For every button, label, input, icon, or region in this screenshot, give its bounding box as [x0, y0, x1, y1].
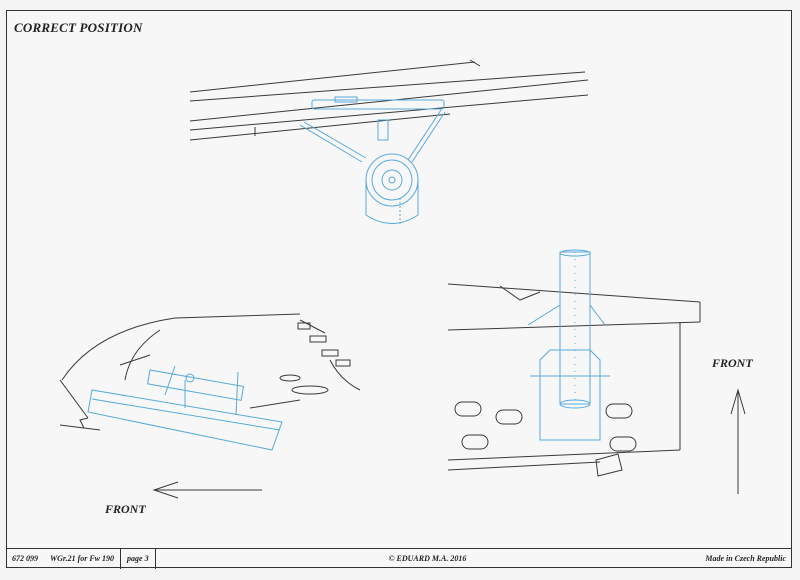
top-view-drawing [189, 59, 589, 224]
underside-view-drawing [447, 249, 701, 477]
front-label-right: FRONT [712, 356, 753, 370]
front-arrow-right [730, 388, 746, 494]
instruction-sheet [6, 10, 792, 568]
top-launcher-part [299, 96, 446, 224]
page-title: CORRECT POSITION [14, 20, 143, 35]
footer-code: 672 099 [12, 554, 38, 563]
side-wing-outline [59, 313, 361, 431]
side-view-drawing [59, 313, 361, 451]
footer-product: WGr.21 for Fw 190 [50, 554, 115, 563]
footer-divider [154, 548, 156, 569]
footer-page: page 3 [127, 554, 149, 563]
footer-bar: 672 099 WGr.21 for Fw 190 page 3 © EDUAR… [6, 548, 792, 569]
footer-origin: Made in Czech Republic [705, 554, 786, 563]
footer-divider [120, 548, 122, 569]
footer-copyright: © EDUARD M.A. 2016 [388, 554, 467, 563]
underside-launcher-tube [527, 249, 610, 441]
front-arrow-left [152, 481, 262, 499]
underside-wing-outline [447, 283, 701, 477]
front-label-left: FRONT [105, 502, 146, 516]
side-launcher-tube [87, 365, 283, 451]
